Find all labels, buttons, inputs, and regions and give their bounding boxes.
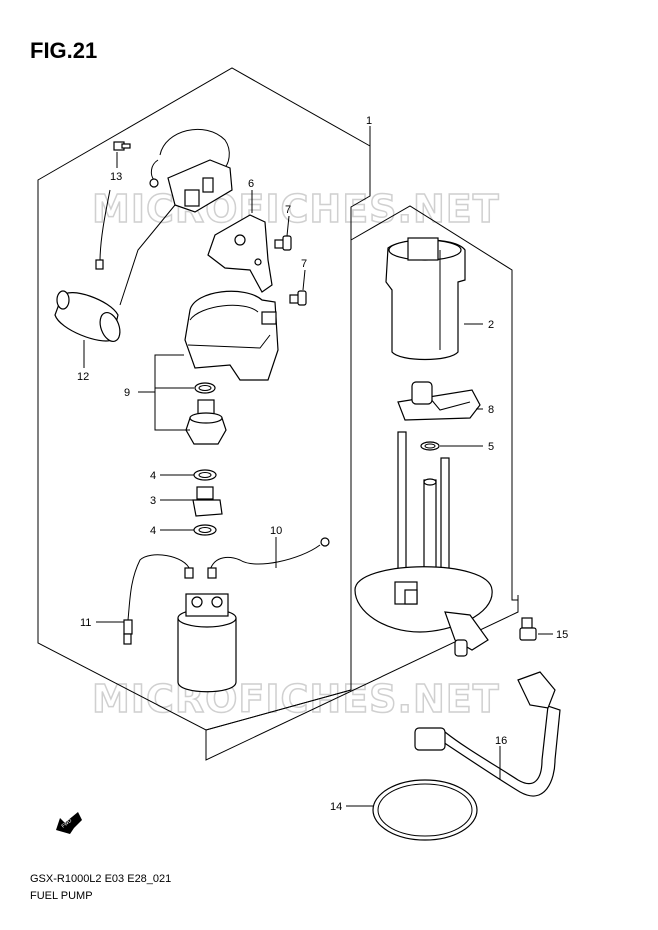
callout-14: 14 (330, 801, 342, 813)
callout-11: 11 (80, 617, 91, 629)
float-12 (54, 290, 121, 343)
lead-wire-10 (207, 537, 330, 579)
callout-4a: 4 (150, 470, 156, 482)
callout-6: 6 (248, 178, 254, 190)
callout-15: 15 (556, 629, 568, 641)
regulator-9 (185, 399, 227, 445)
callout-16: 16 (495, 735, 507, 747)
callout-10: 10 (270, 525, 282, 537)
callout-1: 1 (366, 115, 372, 127)
callout-3: 3 (150, 495, 156, 507)
fwd-arrow-icon: FWD (56, 812, 82, 834)
figure-title: FIG.21 (30, 38, 98, 63)
callout-5: 5 (488, 441, 494, 453)
bracket-6 (207, 214, 273, 293)
fwd-label: FWD (61, 818, 74, 830)
watermark-bottom: MICROFICHES.NET (92, 677, 500, 721)
callout-2: 2 (488, 319, 494, 331)
assembly-frame-outer (37, 67, 371, 731)
screw-7a (274, 235, 292, 251)
regulator-housing-9 (184, 290, 279, 381)
figure-name: FUEL PUMP (30, 890, 93, 902)
callout-7a: 7 (285, 204, 291, 216)
figure-code: GSX-R1000L2 E03 E28_021 (30, 873, 172, 885)
callout-13: 13 (110, 171, 122, 183)
lead-wire-11 (123, 554, 194, 645)
screw-7b (289, 290, 307, 306)
pump-plate-assembly (354, 431, 493, 657)
oring-4a (193, 469, 217, 481)
callout-9: 9 (124, 387, 130, 399)
callout-12: 12 (77, 371, 89, 383)
fitting-3 (192, 486, 223, 517)
bolt-13 (113, 141, 131, 151)
oring-9 (194, 382, 216, 394)
bolt-15 (519, 617, 537, 641)
oring-4b (193, 524, 217, 536)
callout-4b: 4 (150, 525, 156, 537)
oring-5 (420, 441, 440, 451)
fuel-pump-motor (177, 593, 237, 693)
callout-7b: 7 (301, 258, 307, 270)
fuel-level-sensor (95, 128, 233, 306)
gasket-14 (372, 779, 478, 841)
callout-8: 8 (488, 404, 494, 416)
filter-8 (397, 381, 481, 421)
pump-case-2 (385, 237, 466, 361)
leader-lines (83, 126, 553, 807)
